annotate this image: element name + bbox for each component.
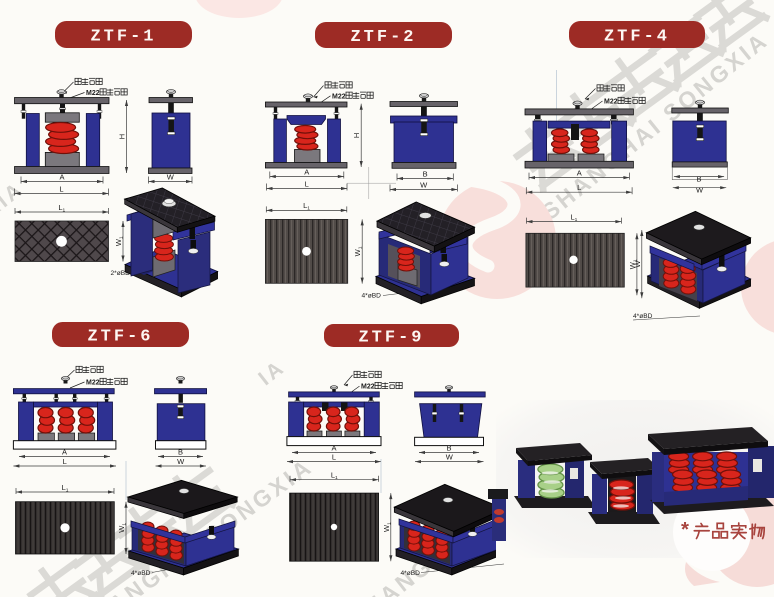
svg-text:B: B <box>446 443 451 452</box>
svg-text:W: W <box>633 260 642 268</box>
svg-text:2*øBD: 2*øBD <box>111 270 131 277</box>
svg-text:W: W <box>167 172 175 181</box>
svg-text:A: A <box>331 443 336 452</box>
svg-text:L1: L1 <box>303 201 310 212</box>
svg-text:L: L <box>59 184 63 193</box>
svg-text:ZTF-6: ZTF-6 <box>87 328 153 347</box>
svg-text:L: L <box>577 183 581 192</box>
svg-text:L: L <box>332 452 336 461</box>
svg-text:H: H <box>118 134 127 139</box>
svg-text:M22: M22 <box>86 380 100 387</box>
svg-text:B: B <box>178 447 183 456</box>
svg-text:L1: L1 <box>331 471 338 482</box>
svg-text:W1: W1 <box>114 236 125 246</box>
svg-text:W: W <box>446 452 454 461</box>
svg-text:ZTF-4: ZTF-4 <box>604 28 670 47</box>
svg-text:M22: M22 <box>86 90 100 97</box>
svg-text:M22: M22 <box>332 93 346 100</box>
svg-text:W: W <box>420 180 428 189</box>
svg-text:A: A <box>304 167 309 176</box>
svg-text:L: L <box>305 179 309 188</box>
svg-text:W1: W1 <box>353 246 364 256</box>
svg-text:A: A <box>59 172 64 181</box>
svg-text:A: A <box>577 168 582 177</box>
svg-text:*: * <box>681 518 689 541</box>
svg-text:M22: M22 <box>361 384 375 391</box>
svg-text:4*øBD: 4*øBD <box>362 293 382 300</box>
svg-text:W1: W1 <box>117 523 128 533</box>
svg-text:W: W <box>177 457 185 466</box>
svg-text:L1: L1 <box>58 203 65 214</box>
svg-text:4*øBD: 4*øBD <box>633 313 653 320</box>
svg-text:4*øBD: 4*øBD <box>401 570 421 577</box>
svg-text:4*øBD: 4*øBD <box>131 570 151 577</box>
svg-text:L1: L1 <box>571 212 578 223</box>
svg-text:H: H <box>352 133 361 138</box>
svg-text:A: A <box>62 447 67 456</box>
svg-text:L: L <box>63 457 67 466</box>
svg-text:B: B <box>696 174 701 183</box>
svg-text:L1: L1 <box>62 483 69 494</box>
svg-text:W1: W1 <box>628 259 639 269</box>
svg-text:ZTF-1: ZTF-1 <box>90 28 156 47</box>
svg-text:M22: M22 <box>604 99 618 106</box>
svg-text:ZTF-9: ZTF-9 <box>358 329 424 348</box>
svg-text:B: B <box>423 169 428 178</box>
svg-text:ZTF-2: ZTF-2 <box>350 28 416 47</box>
svg-text:W: W <box>696 186 704 195</box>
svg-text:W1: W1 <box>382 522 393 532</box>
